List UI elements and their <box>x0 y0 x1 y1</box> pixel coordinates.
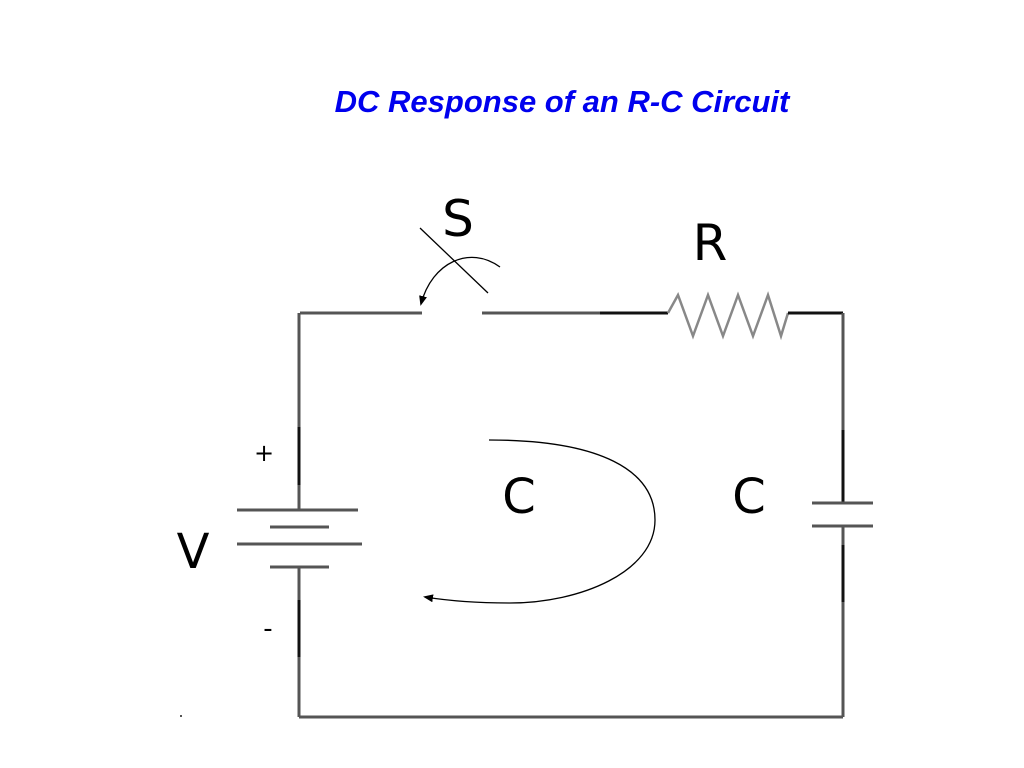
resistor-symbol <box>666 291 790 341</box>
resistor-label: R <box>693 214 728 272</box>
switch-blade <box>419 227 489 294</box>
slide-title: DC Response of an R-C Circuit <box>334 84 790 119</box>
capacitor-label: C <box>732 469 766 525</box>
dot-mark <box>180 715 182 717</box>
switch-label: S <box>442 190 474 248</box>
loop-label: C <box>502 469 536 525</box>
current-loop-arrow <box>423 439 656 604</box>
source-label: V <box>177 524 210 580</box>
negative-terminal-label: - <box>263 614 272 644</box>
switch-closing-arrow <box>419 256 501 306</box>
positive-terminal-label: + <box>254 439 274 467</box>
